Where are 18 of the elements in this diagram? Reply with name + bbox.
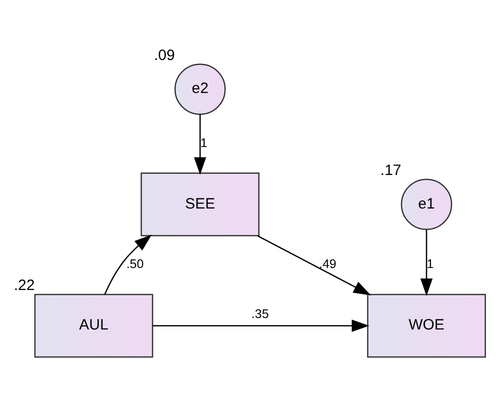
node-box: SEE: [140, 172, 260, 236]
arrow: [420, 230, 433, 296]
edge-label: 1: [200, 136, 208, 150]
node-box: WOE: [367, 294, 486, 358]
arrow: [104, 234, 152, 294]
node-label: .09: [154, 47, 175, 64]
edge-label: 1: [426, 257, 434, 272]
arrow: [152, 320, 370, 332]
edge-label: .35: [251, 307, 269, 322]
node-label: .22: [14, 277, 35, 294]
edge-label: .49: [318, 257, 336, 272]
node-circle: e1: [400, 178, 452, 230]
node-box: AUL: [34, 294, 154, 358]
node-label: .17: [380, 162, 402, 180]
edge-label: .50: [126, 257, 144, 272]
node-circle: e2: [174, 64, 226, 115]
arrow: [194, 114, 206, 175]
arrow: [258, 235, 371, 296]
